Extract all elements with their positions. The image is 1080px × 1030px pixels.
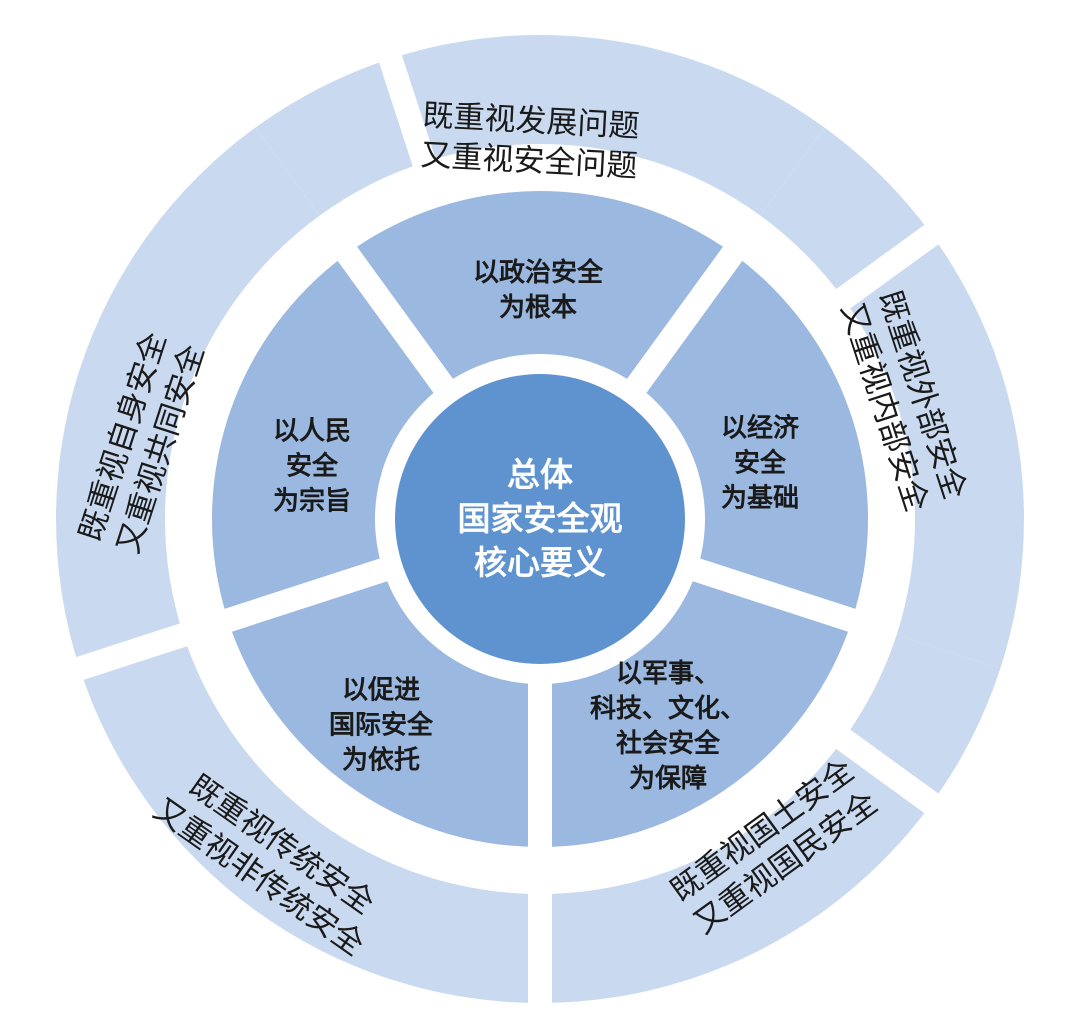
inner-label-line: 社会安全 bbox=[615, 729, 721, 759]
center-line: 总体 bbox=[507, 455, 573, 494]
outer-sector-traditional-nontraditional bbox=[79, 634, 540, 1003]
inner-label-line: 安全 bbox=[285, 451, 339, 482]
inner-label-line: 以经济 bbox=[720, 413, 800, 444]
inner-label-line: 为基础 bbox=[720, 483, 800, 514]
inner-label-line: 安全 bbox=[733, 448, 787, 479]
inner-sector-economic bbox=[636, 253, 869, 621]
inner-sector-people bbox=[211, 253, 444, 621]
inner-label-line: 以人民 bbox=[272, 416, 352, 447]
outer-sector-territory-citizens bbox=[540, 634, 1001, 1003]
center-disc bbox=[395, 374, 685, 664]
inner-separator bbox=[330, 236, 462, 405]
inner-label-line: 为宗旨 bbox=[272, 486, 352, 517]
inner-sector-military-tech-culture-social bbox=[540, 569, 852, 847]
inner-label-line: 以促进 bbox=[341, 675, 421, 706]
center-line: 核心要义 bbox=[474, 543, 606, 582]
inner-separator bbox=[678, 553, 868, 636]
outer-separator bbox=[374, 39, 441, 181]
inner-label-line: 为依托 bbox=[341, 745, 421, 776]
inner-label-line: 为保障 bbox=[628, 764, 708, 794]
outer-separator bbox=[60, 618, 202, 685]
inner-label-line: 为根本 bbox=[498, 293, 578, 323]
inner-label-line: 国际安全 bbox=[328, 710, 434, 741]
inner-label-line: 科技、文化、 bbox=[589, 694, 747, 724]
inner-separator bbox=[618, 236, 750, 405]
center-line: 国家安全观 bbox=[457, 499, 623, 538]
outer-sector-external-internal bbox=[760, 127, 1024, 669]
outer-sector-self-common bbox=[56, 127, 320, 669]
inner-sector-international bbox=[228, 569, 541, 847]
inner-label-line: 以政治安全 bbox=[472, 258, 604, 288]
outer-separator bbox=[824, 215, 952, 318]
outer-separator bbox=[824, 720, 952, 823]
inner-label-line: 以军事、 bbox=[615, 659, 721, 689]
inner-separator bbox=[212, 553, 402, 636]
inner-sector-political bbox=[347, 191, 733, 386]
